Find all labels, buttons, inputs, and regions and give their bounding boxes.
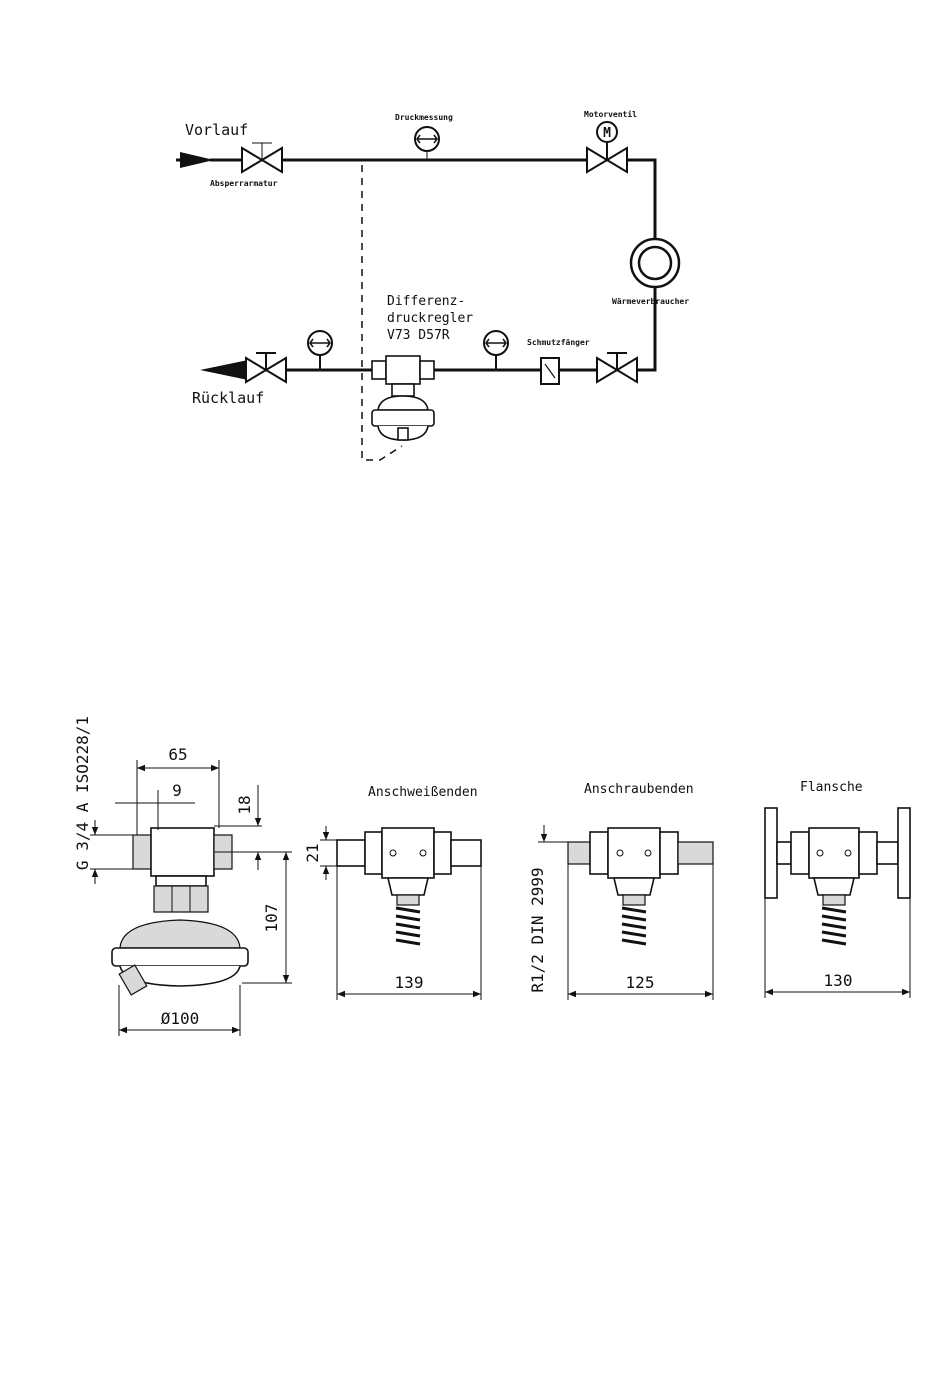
thread-label-r12: R1/2 DIN 2999 [528, 867, 547, 992]
dim-107: 107 [262, 904, 281, 933]
label-absperrarmatur: Absperrarmatur [210, 179, 278, 188]
side-view-drawing: 65 9 18 107 Ø100 G 3/4 A ISO228/1 [73, 716, 292, 1036]
dim-diameter-100: Ø100 [161, 1009, 200, 1028]
dim-65: 65 [168, 745, 187, 764]
pressure-gauge-supply [415, 127, 439, 160]
return-flow-arrow [200, 360, 248, 380]
label-schmutzfaenger: Schmutzfänger [527, 338, 590, 347]
motor-symbol: M [603, 126, 611, 141]
pressure-gauge-return-right [484, 331, 508, 370]
shutoff-valve-return-left [246, 353, 286, 382]
screw-ends-view: Anschraubenden R1/2 DIN 2999 125 [528, 782, 713, 1000]
label-regler-line2: druckregler [387, 311, 473, 326]
label-ruecklauf: Rücklauf [192, 389, 264, 407]
weld-ends-view: Anschweißenden 21 139 [303, 785, 481, 1000]
piping-schematic: M [176, 109, 689, 460]
dim-130: 130 [824, 971, 853, 990]
flanges-view: Flansche 130 [765, 780, 910, 998]
label-waermeverbraucher: Wärmeverbraucher [612, 297, 689, 306]
label-regler-line3: V73 D57R [387, 328, 450, 343]
differential-pressure-regulator [372, 356, 434, 440]
title-flanges: Flansche [800, 780, 863, 795]
shutoff-valve-return-right [597, 353, 637, 382]
shutoff-valve-supply [242, 143, 282, 172]
title-screw-ends: Anschraubenden [584, 782, 694, 797]
thread-label-g34: G 3/4 A ISO228/1 [73, 716, 92, 870]
heat-consumer [631, 239, 679, 287]
dim-125: 125 [626, 973, 655, 992]
label-vorlauf: Vorlauf [185, 121, 248, 139]
label-motorventil: Motorventil [584, 109, 637, 119]
strainer [541, 358, 559, 384]
dim-139: 139 [395, 973, 424, 992]
title-weld-ends: Anschweißenden [368, 785, 478, 800]
label-regler-line1: Differenz- [387, 294, 465, 309]
dim-9: 9 [172, 781, 182, 800]
dim-21: 21 [303, 843, 322, 862]
label-druckmessung: Druckmessung [395, 113, 453, 122]
dim-18: 18 [235, 795, 254, 814]
pressure-gauge-return-left [308, 331, 332, 370]
